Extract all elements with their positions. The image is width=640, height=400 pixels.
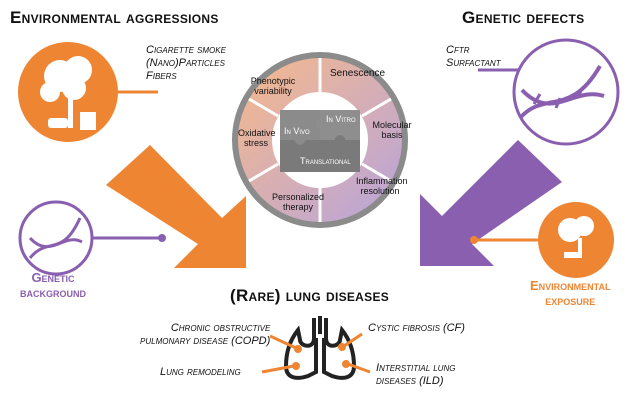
environmental-exposure-icon — [538, 202, 614, 278]
segment-phenotypic: Phenotypic variability — [250, 76, 296, 96]
segment-inflammation: Inflammation resolution — [356, 176, 408, 196]
disease-cf: Cystic fibrosis (CF) — [368, 322, 465, 334]
genetic-list: Cftr Surfactant — [446, 44, 501, 70]
disease-copd: Chronic obstructive pulmonary disease (C… — [140, 322, 271, 347]
disease-remodeling: Lung remodeling — [160, 366, 241, 378]
gen-item: Surfactant — [446, 57, 501, 69]
genetic-background-icon — [18, 200, 94, 276]
segment-oxidative: Oxidative stress — [238, 128, 276, 148]
diseases-title: (Rare) lung diseases — [230, 286, 390, 305]
genetic-title: Genetic defects — [462, 8, 585, 27]
env-item: Cigarette smoke — [146, 44, 226, 56]
env-item: (Nano)Particles — [146, 57, 225, 69]
puzzle-invivo: In Vivo — [284, 126, 310, 136]
segment-personalized: Personalized therapy — [272, 192, 325, 212]
genetic-background-label: Genetic background — [20, 270, 86, 300]
env-item: Fibers — [146, 70, 177, 82]
environmental-arrow — [106, 145, 246, 268]
gen-item: Cftr — [446, 44, 470, 56]
disease-ild: Interstitial lung diseases (ILD) — [376, 362, 456, 387]
lungs-icon — [283, 316, 357, 380]
puzzle-translational: Translational — [300, 156, 351, 166]
dna-circle-icon — [512, 38, 620, 146]
puzzle-icon — [280, 110, 360, 172]
puzzle-invitro: In Vitro — [326, 114, 356, 124]
segment-molecular: Molecular basis — [372, 120, 412, 140]
environmental-list: Cigarette smoke (Nano)Particles Fibers — [146, 44, 226, 83]
environmental-exposure-label: Environmental exposure — [530, 278, 611, 308]
smoke-circle-icon — [18, 42, 118, 142]
genetic-arrow — [420, 140, 562, 266]
environmental-title: Environmental aggressions — [10, 8, 219, 27]
segment-senescence: Senescence — [330, 68, 386, 79]
